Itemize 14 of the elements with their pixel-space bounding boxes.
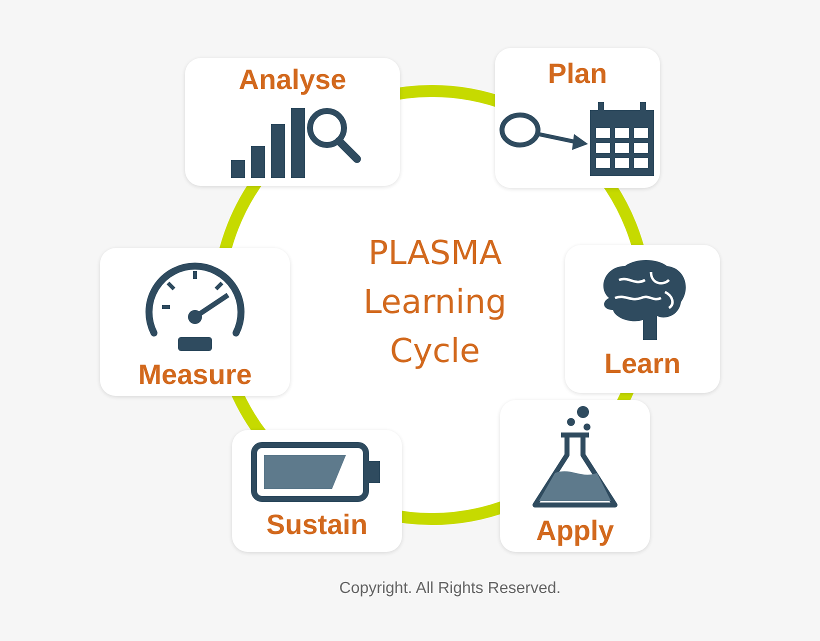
stage-label: Learn [604, 348, 681, 380]
stage-card [495, 48, 660, 188]
stage-card [100, 248, 290, 396]
stage-label: Analyse [238, 64, 346, 96]
stage-label: Apply [536, 515, 614, 547]
stage-card [565, 245, 720, 393]
stage-card [500, 400, 650, 552]
cycle-title: PLASMA Learning Cycle [362, 232, 508, 372]
stage-label: Measure [138, 359, 252, 391]
stage-label: Plan [548, 58, 608, 90]
stage-label: Sustain [266, 509, 368, 541]
stage-card [185, 58, 400, 186]
copyright-note: Copyright. All Rights Reserved. [338, 580, 562, 598]
stage-card [232, 430, 402, 552]
